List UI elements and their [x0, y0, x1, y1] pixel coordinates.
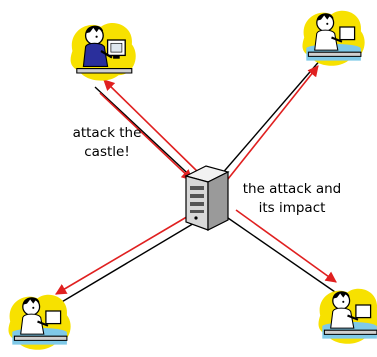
- attack-arrows: [55, 65, 337, 295]
- label-attack-impact: the attack and its impact: [232, 180, 352, 218]
- user-bottom-right-icon: [317, 287, 377, 345]
- user-top-right-icon: [301, 9, 366, 67]
- arrow-to-server: [99, 92, 193, 181]
- link-top-right: [219, 57, 323, 177]
- link-top-left: [94, 86, 199, 184]
- label-left-line-1: attack the: [72, 125, 142, 141]
- link-bottom-left: [59, 221, 197, 304]
- label-right-line-1: the attack and: [242, 181, 342, 197]
- link-bottom-right: [227, 217, 336, 293]
- network-links: [59, 57, 336, 304]
- label-right-line-2: its impact: [258, 200, 326, 216]
- arrow-to-bottom-right: [235, 209, 337, 283]
- user-bottom-left-icon: [7, 293, 72, 351]
- arrow-to-top-left: [103, 79, 201, 175]
- server-icon: [184, 165, 230, 231]
- user-top-left-icon: [69, 21, 137, 82]
- label-left-line-2: castle!: [84, 144, 130, 160]
- arrow-to-bottom-left: [55, 214, 191, 295]
- label-attack-castle: attack the castle!: [52, 124, 162, 162]
- arrow-to-top-right: [223, 65, 319, 185]
